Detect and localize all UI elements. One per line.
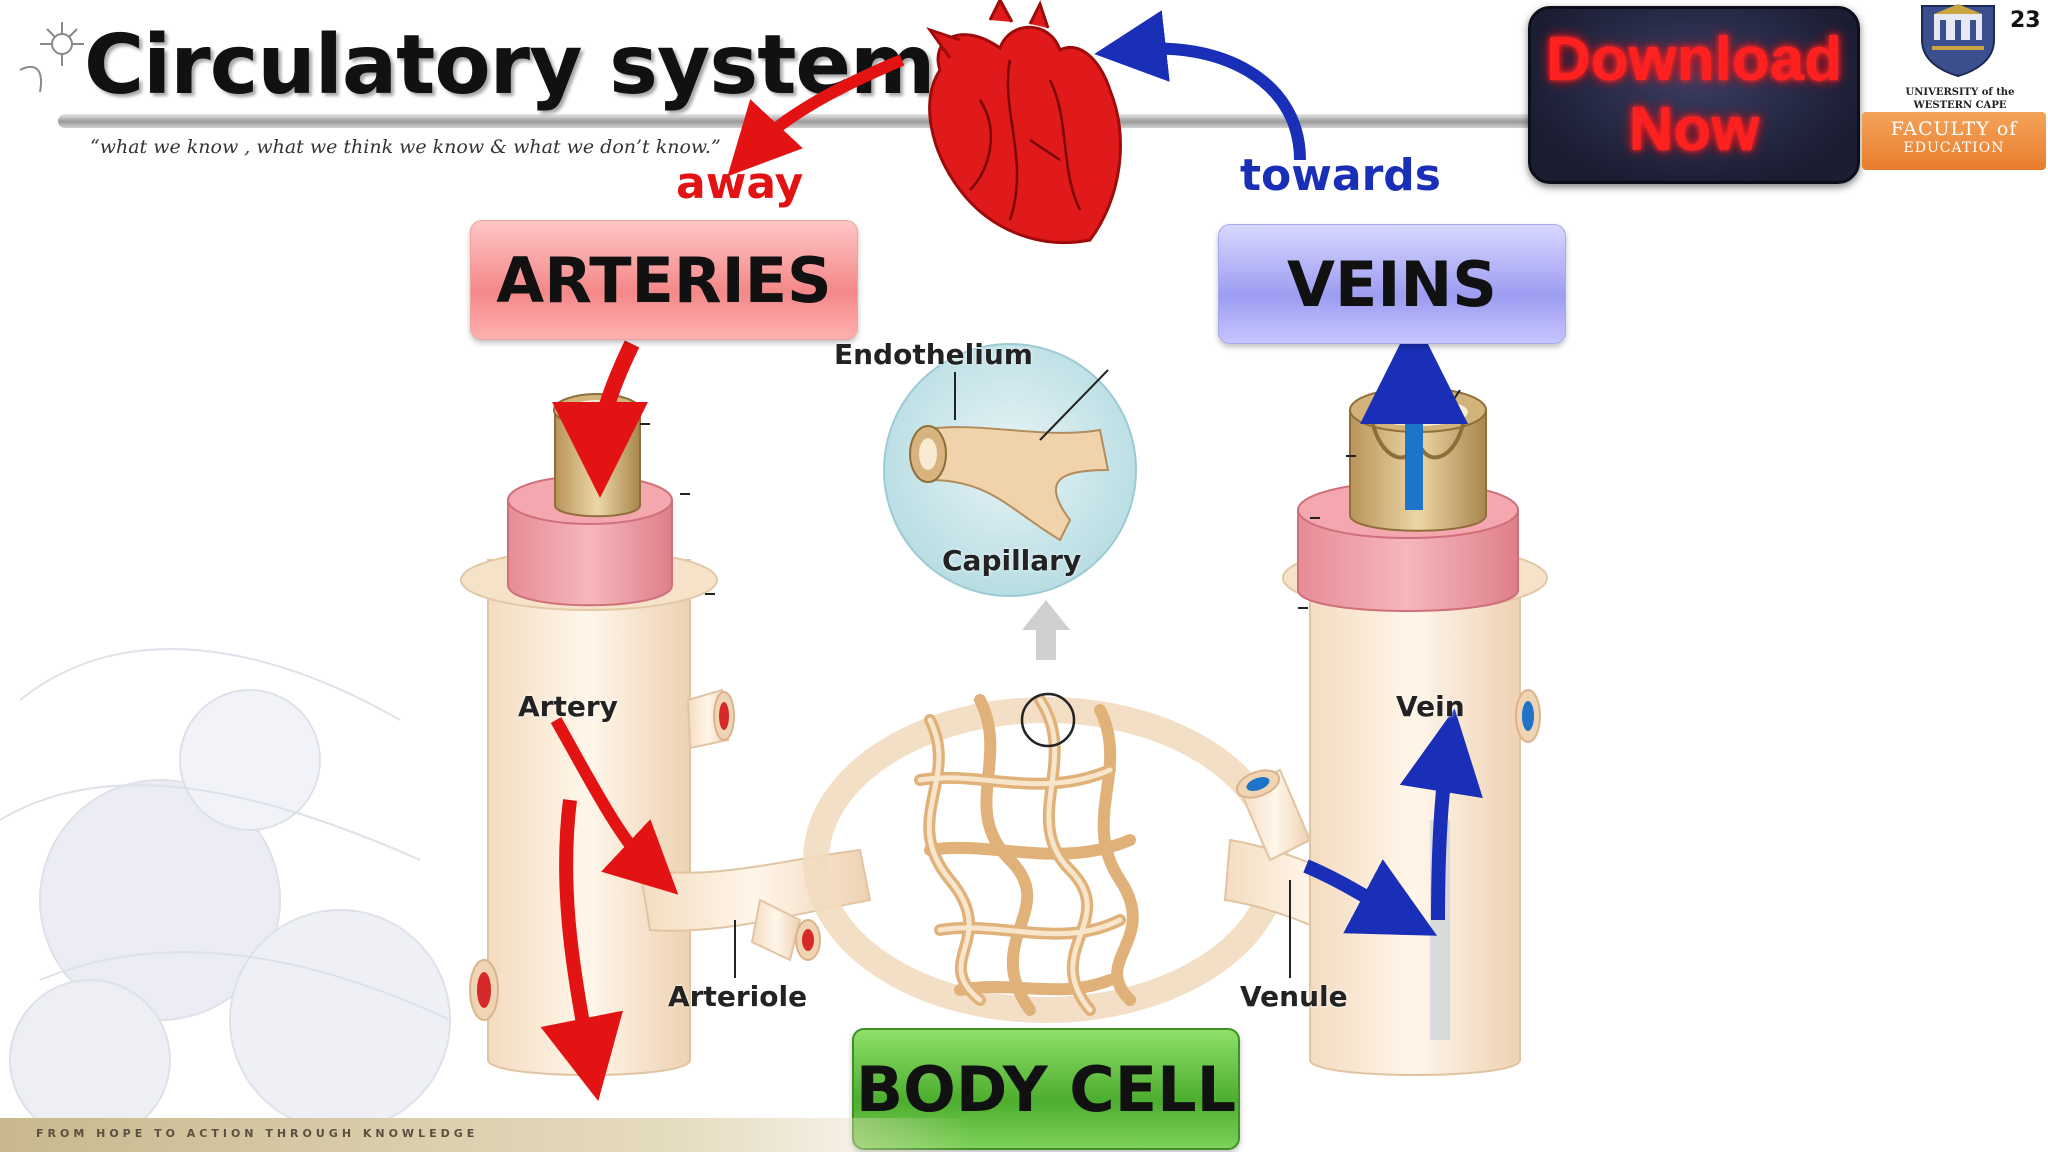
body-cell-box: BODY CELL <box>852 1028 1240 1150</box>
capillary-magnified-view <box>883 343 1137 660</box>
download-button-line2: Now <box>1628 95 1760 164</box>
faculty-badge-line2: EDUCATION <box>1903 140 2005 156</box>
artery-down-arrow <box>540 799 623 1102</box>
venule-label: Venule <box>1240 980 1348 1013</box>
slide-subtitle: “what we know , what we think we know & … <box>90 136 721 158</box>
away-label: away <box>676 158 804 209</box>
towards-flow-arrow <box>1094 10 1306 161</box>
towards-label: towards <box>1240 150 1441 201</box>
footer-band <box>0 1118 974 1152</box>
arteriole-label: Arteriole <box>668 980 808 1013</box>
university-crest-icon <box>1921 4 1995 78</box>
veins-box: VEINS <box>1218 224 1566 344</box>
venule-to-vein-arrow <box>1303 859 1438 936</box>
university-name-line2: WESTERN CAPE <box>1913 100 2007 111</box>
vein-up-arrow <box>1399 708 1483 921</box>
footer-motto: FROM HOPE TO ACTION THROUGH KNOWLEDGE <box>36 1127 479 1140</box>
artery-vessel <box>460 393 735 1076</box>
download-button-line1: Download <box>1545 25 1843 94</box>
university-name-line1: UNIVERSITY of the <box>1905 87 2015 98</box>
heart-icon <box>926 0 1122 245</box>
capillary-bed <box>803 692 1289 1023</box>
artery-label: Artery <box>518 690 618 723</box>
vein-label: Vein <box>1396 690 1465 723</box>
arteries-box: ARTERIES <box>470 220 858 340</box>
slide-number: 23 <box>2010 8 2041 33</box>
capillary-label: Capillary <box>942 544 1082 577</box>
faculty-badge: FACULTY of EDUCATION <box>1862 112 2046 170</box>
away-flow-arrow <box>727 54 905 177</box>
artery-inflow-arrow <box>552 340 649 498</box>
artery-to-arteriole-arrow <box>550 717 679 895</box>
download-now-button[interactable]: Download Now <box>1528 6 1860 184</box>
faculty-badge-line1: FACULTY of <box>1890 118 2018 140</box>
endothelium-label: Endothelium <box>834 338 1033 371</box>
slide-title: Circulatory system <box>84 18 935 113</box>
university-name: UNIVERSITY of the WESTERN CAPE <box>1880 86 2040 112</box>
